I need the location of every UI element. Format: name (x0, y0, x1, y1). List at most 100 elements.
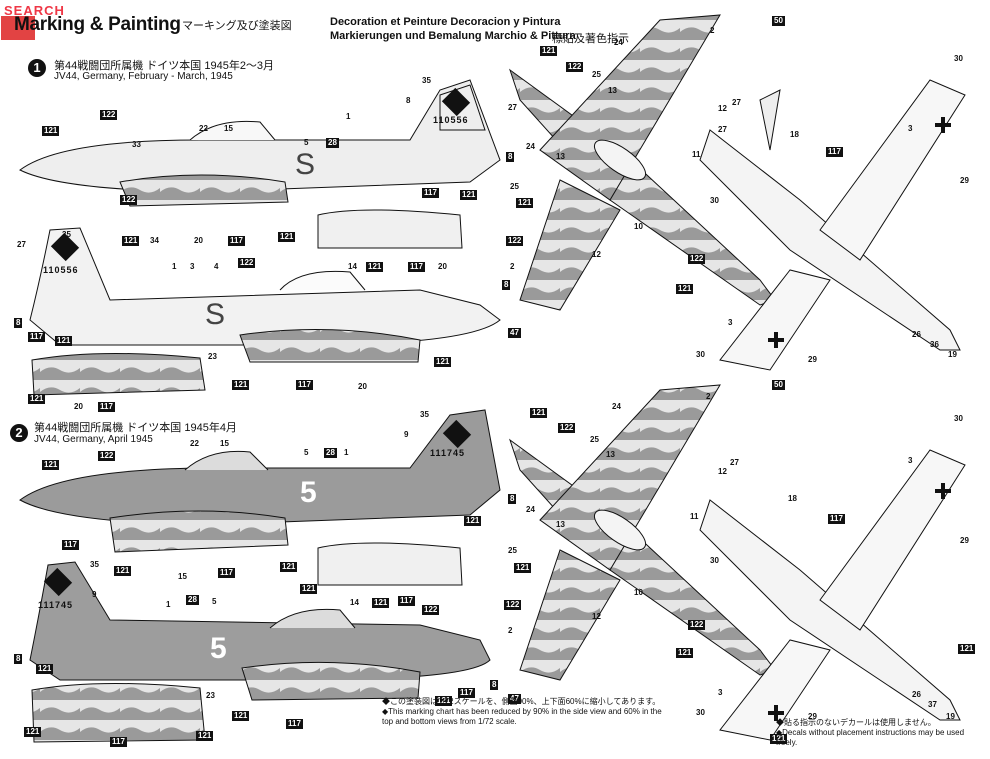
callout: 33 (132, 140, 141, 149)
callout: 35 (422, 76, 431, 85)
callout: 20 (358, 382, 367, 391)
callout: 8 (490, 680, 499, 690)
callout: 121 (435, 696, 453, 706)
serial-2b: 111745 (38, 600, 74, 610)
callout: 13 (606, 450, 615, 459)
callout: 121 (372, 598, 390, 608)
callout: 20 (438, 262, 447, 271)
callout: 121 (514, 563, 532, 573)
callout: 121 (36, 664, 54, 674)
callout: 10 (634, 588, 643, 597)
callout: 12 (718, 467, 727, 476)
callout: 121 (28, 394, 46, 404)
callout: 5 (304, 138, 309, 147)
callout: 30 (954, 54, 963, 63)
callout: 3 (908, 124, 913, 133)
nacelle-2a (317, 542, 463, 586)
callout: 27 (732, 98, 741, 107)
callout: 30 (710, 196, 719, 205)
callout: 11 (692, 150, 701, 159)
callout: 117 (110, 737, 127, 747)
callout: 3 (728, 318, 733, 327)
callout: 27 (17, 240, 26, 249)
callout: 22 (190, 439, 199, 448)
callout: 18 (788, 494, 797, 503)
callout: 121 (232, 380, 250, 390)
callout: 121 (42, 126, 60, 136)
callout: 117 (98, 402, 115, 412)
callout: 8 (508, 494, 517, 504)
serial-2a: 111745 (430, 448, 466, 458)
callout: 4 (214, 262, 219, 271)
callout: 122 (120, 195, 138, 205)
section-2-badge: 2 (10, 424, 28, 442)
callout: 121 (464, 516, 482, 526)
callout: 8 (14, 318, 23, 328)
callout: 117 (228, 236, 245, 246)
callout: 22 (199, 124, 208, 133)
callout: 8 (14, 654, 23, 664)
callout: 12 (592, 250, 601, 259)
callout: 25 (592, 70, 601, 79)
nacelle-1b (31, 352, 206, 396)
callout: 121 (676, 648, 694, 658)
watermark-text: SEARCH (4, 3, 65, 18)
serial-1a: 110556 (433, 115, 469, 125)
callout: 8 (502, 280, 511, 290)
callout: 122 (688, 254, 706, 264)
callout: 3 (908, 456, 913, 465)
title-german-italian: Markierungen und Bemalung Marchio & Pitt… (330, 30, 576, 42)
title-chinese: 標貼及著色指示 (552, 33, 629, 45)
title-french-spanish: Decoration et Peinture Decoracion y Pint… (330, 16, 561, 28)
callout: 26 (912, 330, 921, 339)
callout: 117 (286, 719, 303, 729)
callout: 121 (460, 190, 478, 200)
callout: 121 (958, 644, 976, 654)
callout: 122 (422, 605, 440, 615)
callout: 13 (608, 86, 617, 95)
callout: 121 (516, 198, 534, 208)
callout: 24 (526, 505, 535, 514)
callout: 5 (212, 597, 217, 606)
side-view-1b (29, 227, 501, 363)
callout: 10 (634, 222, 643, 231)
side-view-1a (19, 79, 501, 207)
side-view-2a (19, 409, 501, 553)
callout: 117 (62, 540, 79, 550)
callout: 121 (300, 584, 318, 594)
callout: 30 (710, 556, 719, 565)
callout: 117 (458, 688, 475, 698)
callout: 34 (150, 236, 159, 245)
callout: 27 (508, 103, 517, 112)
note-en-scale-2: top and bottom views from 1/72 scale. (382, 717, 517, 726)
callout: 11 (690, 512, 699, 521)
callout: 25 (590, 435, 599, 444)
callout: 121 (114, 566, 132, 576)
callout: 117 (422, 188, 439, 198)
callout: 121 (540, 46, 558, 56)
callout: 121 (366, 262, 384, 272)
notes-block: ◆この塗装図は1/72スケールを、側面90%、上下面60%に縮小してあります。 … (382, 697, 982, 727)
callout: 122 (688, 620, 706, 630)
section-2-title-ja: 第44戦闘団所属機 ドイツ本国 1945年4月 (34, 422, 237, 434)
callout: 117 (826, 147, 843, 157)
callout: 8 (506, 152, 515, 162)
callout: 122 (506, 236, 524, 246)
callout: 122 (558, 423, 576, 433)
callout: 1 (344, 448, 349, 457)
callout: 37 (928, 700, 937, 709)
top-view-1 (509, 14, 776, 311)
title-japanese: マーキング及び塗装図 (182, 20, 292, 32)
callout: 2 (706, 392, 711, 401)
callout: 2 (710, 26, 715, 35)
note-en-scale: ◆This marking chart has been reduced by … (382, 707, 662, 716)
callout: 28 (326, 138, 339, 148)
callout: 121 (42, 460, 60, 470)
callout: 117 (218, 568, 235, 578)
bottom-view-1 (699, 79, 966, 371)
callout: 1 (346, 112, 351, 121)
nacelle-2b (31, 682, 206, 743)
callout: 35 (420, 410, 429, 419)
callout: 29 (960, 176, 969, 185)
